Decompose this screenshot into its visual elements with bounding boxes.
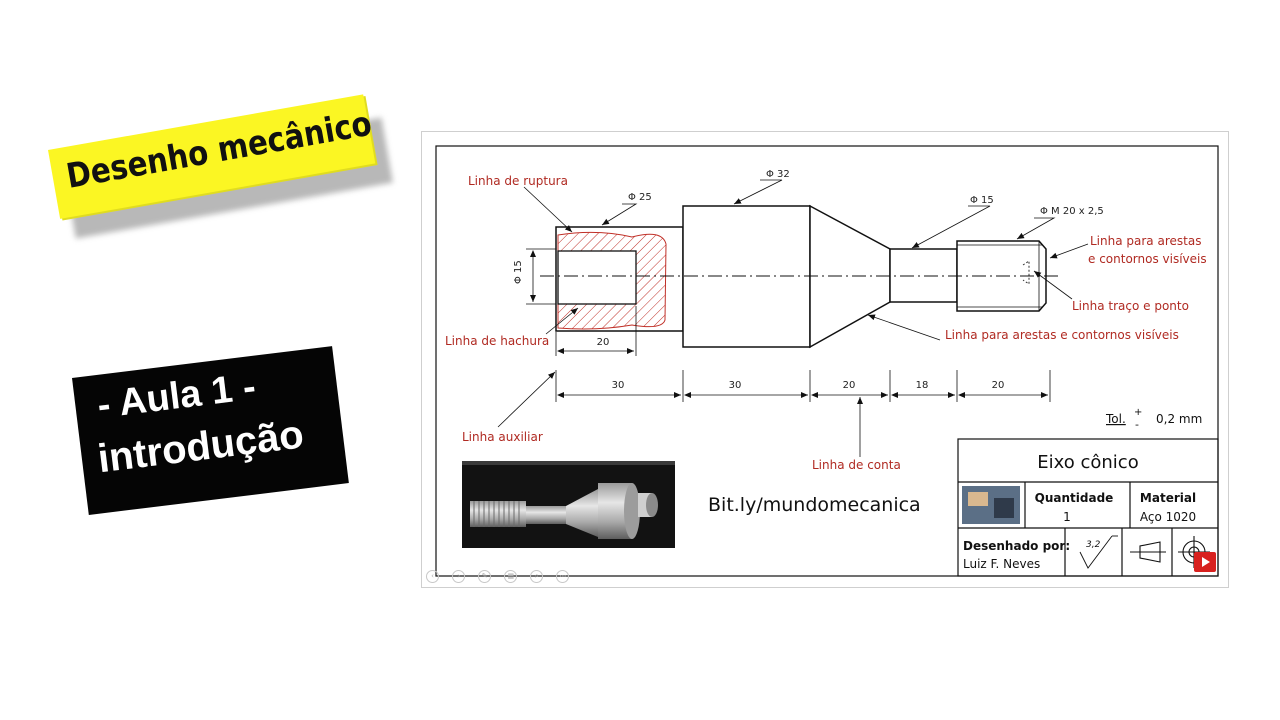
render-title-bar xyxy=(462,461,675,465)
title-banner: Desenho mecânico xyxy=(48,93,393,239)
dim-d25: Φ 25 xyxy=(628,192,652,203)
dim-d32: Φ 32 xyxy=(766,169,790,180)
dim-d15: Φ 15 xyxy=(970,195,994,206)
dim-seg-4: 18 xyxy=(916,380,929,391)
lesson-banner: - Aula 1 - introdução xyxy=(72,346,349,515)
drawing-slide: Φ 15 20 30 30 20 18 20 xyxy=(421,131,1229,588)
pen-icon[interactable]: ✎ xyxy=(478,570,492,583)
zoom-icon[interactable]: ⌕ xyxy=(530,570,544,583)
bore xyxy=(557,250,637,305)
roughness-value: 3,2 xyxy=(1086,540,1101,550)
shaft-outline xyxy=(555,204,1047,349)
annotation-dimension: Linha de conta xyxy=(812,458,901,472)
bore-length-text: 20 xyxy=(597,337,610,348)
title-block-frame xyxy=(957,438,1219,577)
material-value: Aço 1020 xyxy=(1140,510,1196,524)
roughness-icon xyxy=(1079,535,1118,569)
annotation-auxiliary: Linha auxiliar xyxy=(462,430,543,444)
tolerance-minus: - xyxy=(1135,418,1139,431)
lesson-banner-line1: - Aula 1 - xyxy=(95,365,259,427)
technical-drawing: Φ 15 20 30 30 20 18 20 xyxy=(435,145,1219,577)
drawn-by-label: Desenhado por: xyxy=(963,539,1070,553)
channel-link[interactable]: Bit.ly/mundomecanica xyxy=(708,494,921,516)
dim-seg-1: 30 xyxy=(612,380,625,391)
sheet-border xyxy=(435,145,1219,577)
bore-length-dimension xyxy=(555,306,637,356)
qty-value: 1 xyxy=(1063,510,1071,524)
diameter-leaders xyxy=(601,179,1056,249)
tolerance-value: 0,2 mm xyxy=(1156,412,1202,426)
annotation-hatch: Linha de hachura xyxy=(445,334,549,348)
annotation-edges-right-1: Linha para arestas xyxy=(1090,234,1201,248)
bore-diameter-dimension xyxy=(526,248,556,305)
chain-dimensions xyxy=(555,370,1051,402)
shaft-render xyxy=(470,483,658,539)
material-label: Material xyxy=(1140,491,1196,505)
slide-controls: ‹ › ✎ ▦ ⌕ ⋯ xyxy=(426,570,577,584)
qty-label: Quantidade xyxy=(1035,491,1114,505)
render-thumbnail xyxy=(462,461,675,548)
dim-thread: Φ M 20 x 2,5 xyxy=(1040,206,1104,217)
annotation-edges-right-2: e contornos visíveis xyxy=(1088,252,1207,266)
more-options-icon[interactable]: ⋯ xyxy=(556,570,570,583)
annotation-center-line: Linha traço e ponto xyxy=(1072,299,1189,313)
tolerance-plus: + xyxy=(1134,407,1142,418)
dim-seg-3: 20 xyxy=(843,380,856,391)
slides-grid-icon[interactable]: ▦ xyxy=(504,570,518,583)
annotation-leaders xyxy=(497,186,1089,457)
next-slide-icon[interactable]: › xyxy=(452,570,466,583)
bore-diameter-text: Φ 15 xyxy=(513,260,524,284)
dim-seg-2: 30 xyxy=(729,380,742,391)
prev-slide-icon[interactable]: ‹ xyxy=(426,570,439,583)
title-block-title: Eixo cônico xyxy=(1037,452,1138,473)
dim-seg-5: 20 xyxy=(992,380,1005,391)
tolerance-label: Tol. xyxy=(1105,412,1126,426)
annotation-rupture: Linha de ruptura xyxy=(468,174,568,188)
drawn-by-value: Luiz F. Neves xyxy=(963,557,1040,571)
hatched-section xyxy=(557,231,667,330)
tip-detail xyxy=(1022,260,1030,285)
conicity-icon xyxy=(1130,541,1166,563)
annotation-edges-bottom: Linha para arestas e contornos visíveis xyxy=(945,328,1179,342)
